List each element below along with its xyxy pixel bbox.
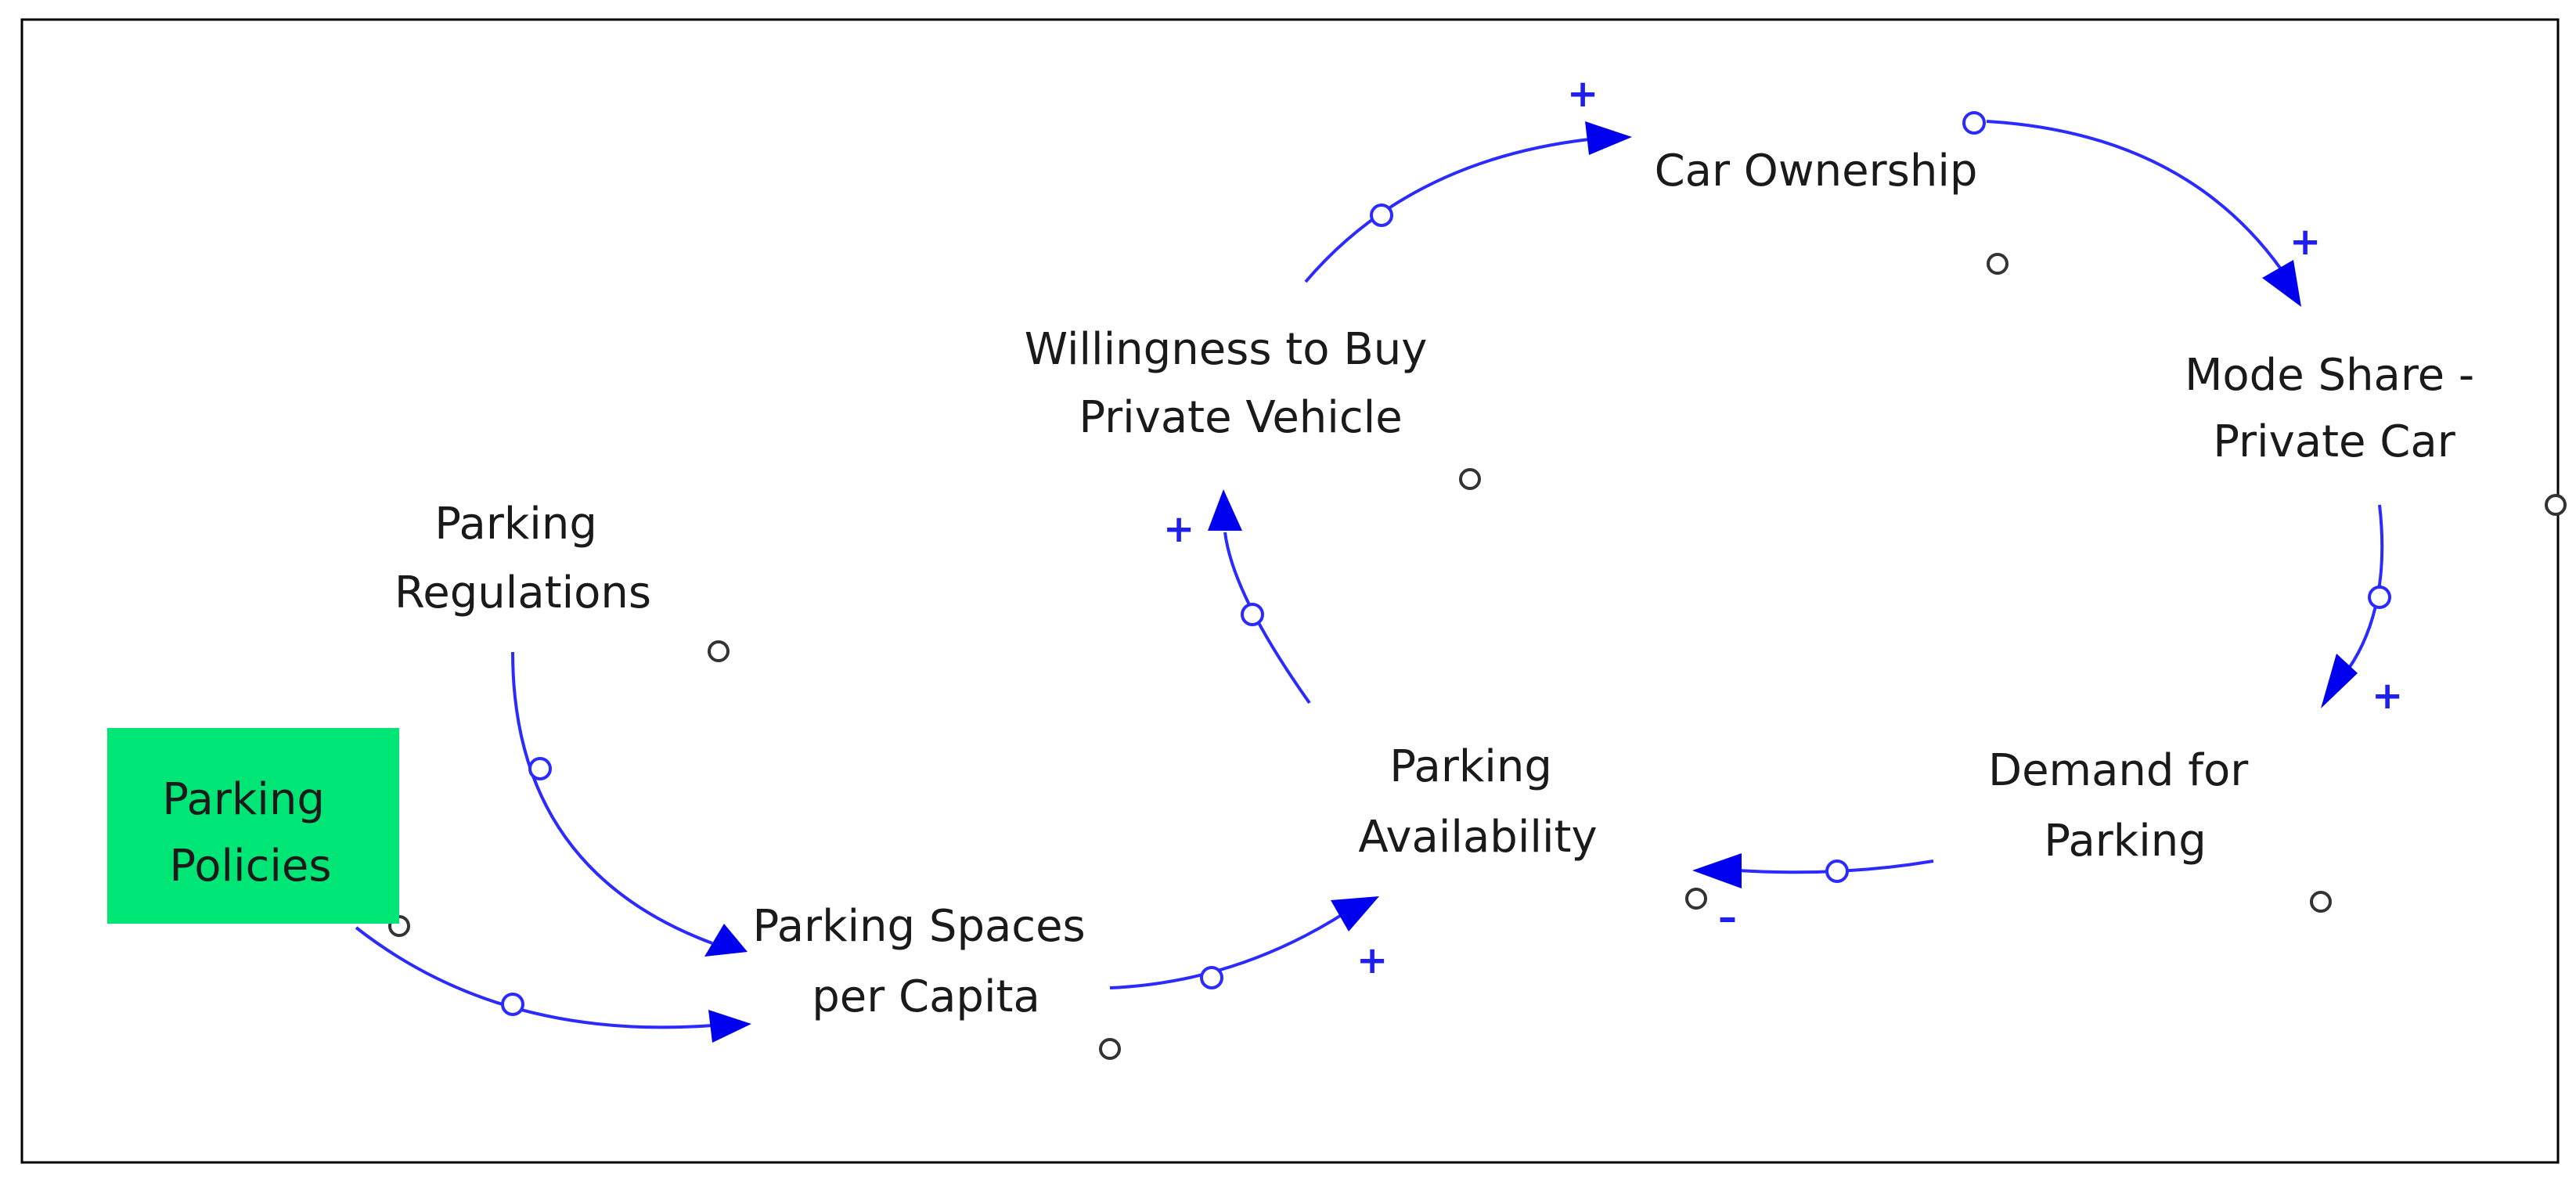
diagram-frame [20, 18, 2560, 1164]
node-mode-share-line-2: Private Car [2213, 416, 2455, 467]
node-parking-availability[interactable]: Parking Availability [1358, 741, 1597, 863]
polarity-demand-to-availability: – [1718, 896, 1737, 939]
node-demand-parking[interactable]: Demand for Parking [1988, 745, 2262, 867]
node-parking-regulations-line-1: Parking [434, 499, 597, 550]
node-parking-spaces-line-2: per Capita [812, 971, 1040, 1022]
link-handle-willingness-to-ownership[interactable] [1370, 204, 1393, 227]
polarity-availability-to-willingness: + [1163, 507, 1194, 551]
node-parking-regulations-line-2: Regulations [395, 568, 651, 618]
link-regulations-to-spaces[interactable] [511, 651, 713, 945]
link-handle-ownership-to-modeshare[interactable] [1962, 111, 1986, 135]
node-willingness[interactable]: Willingness to Buy Private Vehicle [1025, 324, 1441, 443]
node-demand-parking-line-1: Demand for [1988, 745, 2249, 796]
node-handle-car-ownership[interactable] [1987, 253, 2009, 275]
arrowhead-modeshare-to-demand [2321, 654, 2358, 708]
node-parking-spaces[interactable]: Parking Spaces per Capita [752, 901, 1099, 1022]
arrowhead-ownership-to-modeshare [2262, 260, 2301, 307]
link-handle-modeshare-to-demand[interactable] [2368, 586, 2391, 609]
node-handle-parking-availability[interactable] [1685, 888, 1707, 910]
parking-policies-box[interactable] [107, 728, 399, 924]
link-handle-demand-to-availability[interactable] [1825, 859, 1849, 883]
node-parking-spaces-line-1: Parking Spaces [752, 901, 1085, 952]
node-handle-demand-parking[interactable] [2310, 891, 2332, 913]
node-handle-willingness[interactable] [1459, 468, 1481, 490]
node-car-ownership[interactable]: Car Ownership [1655, 146, 1978, 196]
link-spaces-to-availability[interactable] [1109, 910, 1348, 989]
node-parking-policies-line-1: Parking [162, 774, 325, 825]
arrowhead-policies-to-spaces [708, 1010, 751, 1043]
node-parking-availability-line-2: Availability [1358, 812, 1597, 863]
arrowhead-demand-to-availability [1692, 853, 1742, 888]
link-handle-availability-to-willingness[interactable] [1241, 603, 1264, 626]
node-willingness-line-1: Willingness to Buy [1025, 324, 1428, 375]
node-parking-policies[interactable]: Parking Policies [162, 774, 338, 892]
link-ownership-to-modeshare[interactable] [1986, 120, 2283, 272]
arrowhead-spaces-to-availability [1331, 896, 1379, 932]
node-handle-parking-spaces[interactable] [1099, 1038, 1121, 1060]
node-mode-share[interactable]: Mode Share - Private Car [2185, 350, 2488, 467]
node-parking-availability-line-1: Parking [1389, 741, 1552, 792]
arrowhead-willingness-to-ownership [1585, 121, 1632, 155]
link-willingness-to-ownership[interactable] [1304, 138, 1590, 283]
node-car-ownership-line-1: Car Ownership [1655, 146, 1978, 196]
link-handle-regulations-to-spaces[interactable] [528, 757, 552, 780]
node-willingness-line-2: Private Vehicle [1079, 392, 1402, 443]
polarity-willingness-to-ownership: + [1567, 72, 1598, 116]
polarity-ownership-to-modeshare: + [2290, 220, 2321, 264]
node-parking-policies-line-2: Policies [169, 841, 331, 892]
polarity-spaces-to-availability: + [1356, 939, 1388, 982]
link-handle-spaces-to-availability[interactable] [1200, 966, 1223, 989]
node-handle-mode-share[interactable] [2545, 494, 2567, 516]
node-mode-share-line-1: Mode Share - [2185, 350, 2474, 401]
polarity-modeshare-to-demand: + [2372, 674, 2403, 718]
node-demand-parking-line-2: Parking [2044, 816, 2207, 867]
arrowhead-availability-to-willingness [1208, 489, 1242, 531]
link-handle-policies-to-spaces[interactable] [501, 993, 524, 1016]
node-handle-parking-regulations[interactable] [708, 640, 730, 662]
arrowhead-regulations-to-spaces [704, 924, 748, 957]
node-parking-regulations[interactable]: Parking Regulations [395, 499, 651, 618]
